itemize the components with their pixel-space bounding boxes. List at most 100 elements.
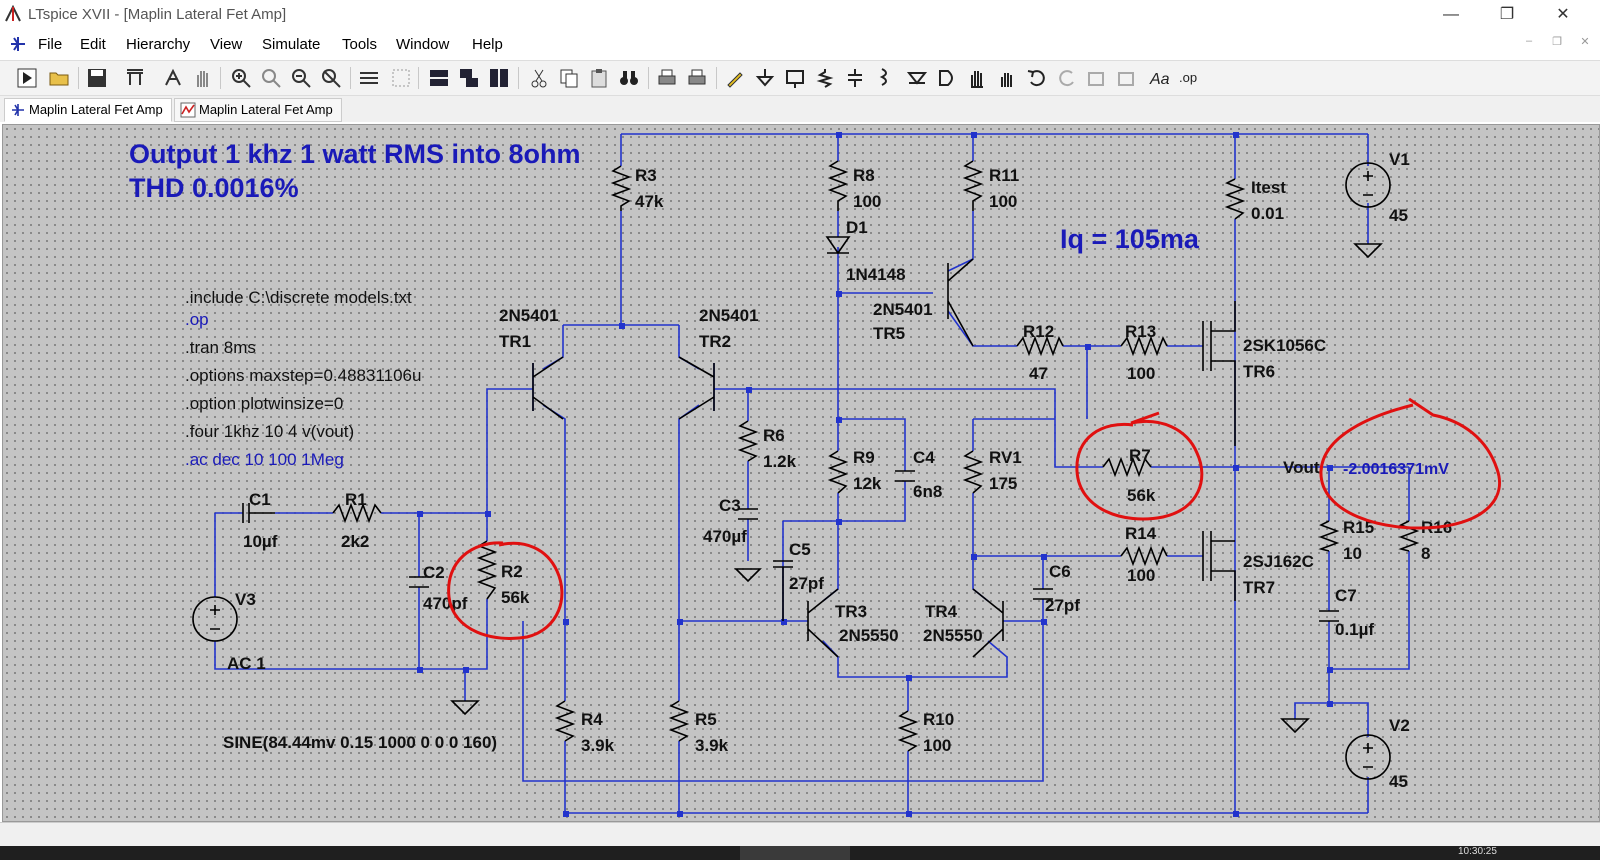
R13-name[interactable]: R13 xyxy=(1125,322,1156,341)
copy-icon[interactable] xyxy=(558,67,580,89)
R14-name[interactable]: R14 xyxy=(1125,524,1157,543)
maximize-button[interactable]: ❐ xyxy=(1499,6,1515,23)
autorange-icon[interactable] xyxy=(358,67,380,89)
R13-value[interactable]: 100 xyxy=(1127,364,1155,383)
spice-directive-icon[interactable]: .op xyxy=(1178,67,1200,89)
grid-icon[interactable] xyxy=(390,67,412,89)
TR3-name[interactable]: TR3 xyxy=(835,602,867,621)
iq-note[interactable]: Iq = 105ma xyxy=(1060,224,1200,254)
paste-icon[interactable] xyxy=(588,67,610,89)
R11-name[interactable]: R11 xyxy=(989,166,1019,185)
TR7-name[interactable]: TR7 xyxy=(1243,578,1275,597)
tab-schematic[interactable]: Maplin Lateral Fet Amp xyxy=(4,98,172,122)
R2-value[interactable]: 56k xyxy=(501,588,530,607)
menu-edit[interactable]: Edit xyxy=(80,36,106,53)
directive-op[interactable]: .op xyxy=(185,310,209,329)
C4-name[interactable]: C4 xyxy=(913,448,935,467)
rotate-icon[interactable] xyxy=(1086,67,1108,89)
drag-hand-icon[interactable] xyxy=(996,67,1018,89)
C3-value[interactable]: 470µf xyxy=(703,527,747,546)
resistor-icon[interactable] xyxy=(814,67,836,89)
open-folder-icon[interactable] xyxy=(48,67,70,89)
C3-name[interactable]: C3 xyxy=(719,496,741,515)
R6-value[interactable]: 1.2k xyxy=(763,452,797,471)
R5-name[interactable]: R5 xyxy=(695,710,717,729)
directive-tran[interactable]: .tran 8ms xyxy=(185,338,256,357)
V3-name[interactable]: V3 xyxy=(235,590,256,609)
R8-value[interactable]: 100 xyxy=(853,192,881,211)
C7-name[interactable]: C7 xyxy=(1335,586,1357,605)
V2-name[interactable]: V2 xyxy=(1389,716,1410,735)
R12-value[interactable]: 47 xyxy=(1029,364,1048,383)
R3-name[interactable]: R3 xyxy=(635,166,657,185)
directive-four[interactable]: .four 1khz 10 4 v(vout) xyxy=(185,422,354,441)
V3-value[interactable]: AC 1 xyxy=(227,654,266,673)
menu-view[interactable]: View xyxy=(210,36,243,53)
TR6-name[interactable]: TR6 xyxy=(1243,362,1275,381)
D1-value[interactable]: 1N4148 xyxy=(846,265,906,284)
directive-ac[interactable]: .ac dec 10 100 1Meg xyxy=(185,450,344,469)
C7-value[interactable]: 0.1µf xyxy=(1335,620,1374,639)
directive-plotwinsize[interactable]: .option plotwinsize=0 xyxy=(185,394,343,413)
R14-value[interactable]: 100 xyxy=(1127,566,1155,585)
RV1-value[interactable]: 175 xyxy=(989,474,1017,493)
C4-value[interactable]: 6n8 xyxy=(913,482,942,501)
R4-name[interactable]: R4 xyxy=(581,710,603,729)
R3-value[interactable]: 47k xyxy=(635,192,664,211)
TR6-value[interactable]: 2SK1056C xyxy=(1243,336,1326,355)
R11-value[interactable]: 100 xyxy=(989,192,1017,211)
mirror-icon[interactable] xyxy=(1116,67,1138,89)
C2-value[interactable]: 470pf xyxy=(423,594,468,613)
R8-name[interactable]: R8 xyxy=(853,166,875,185)
R6-name[interactable]: R6 xyxy=(763,426,785,445)
print-icon[interactable] xyxy=(656,67,678,89)
heading-line2[interactable]: THD 0.0016% xyxy=(129,173,299,203)
capacitor-icon[interactable] xyxy=(844,67,866,89)
TR3-value[interactable]: 2N5550 xyxy=(839,626,899,645)
V2-value[interactable]: 45 xyxy=(1389,772,1408,791)
R9-value[interactable]: 12k xyxy=(853,474,882,493)
C6-value[interactable]: 27pf xyxy=(1045,596,1080,615)
schematic-canvas[interactable]: Output 1 khz 1 watt RMS into 8ohm THD 0.… xyxy=(2,124,1600,822)
heading-line1[interactable]: Output 1 khz 1 watt RMS into 8ohm xyxy=(129,139,581,169)
run-icon[interactable] xyxy=(16,67,38,89)
TR2-value[interactable]: 2N5401 xyxy=(699,306,759,325)
RV1-name[interactable]: RV1 xyxy=(989,448,1022,467)
C1-name[interactable]: C1 xyxy=(249,490,271,509)
R12-name[interactable]: R12 xyxy=(1023,322,1054,341)
R10-name[interactable]: R10 xyxy=(923,710,954,729)
C5-name[interactable]: C5 xyxy=(789,540,811,559)
C1-value[interactable]: 10µf xyxy=(243,532,278,551)
C6-name[interactable]: C6 xyxy=(1049,562,1071,581)
draw-wire-pencil-icon[interactable] xyxy=(724,67,746,89)
TR2-name[interactable]: TR2 xyxy=(699,332,731,351)
R2-name[interactable]: R2 xyxy=(501,562,523,581)
zoom-cancel-icon[interactable] xyxy=(320,67,342,89)
schematic-doc-icon[interactable] xyxy=(8,34,28,54)
vout-label[interactable]: Vout xyxy=(1283,458,1320,477)
R7-value[interactable]: 56k xyxy=(1127,486,1156,505)
zoom-out-icon[interactable] xyxy=(290,67,312,89)
zoom-fit-icon[interactable] xyxy=(260,67,282,89)
menu-help[interactable]: Help xyxy=(472,36,503,53)
component-icon[interactable] xyxy=(936,67,958,89)
TR4-value[interactable]: 2N5550 xyxy=(923,626,983,645)
Itest-value[interactable]: 0.01 xyxy=(1251,204,1284,223)
mdi-close-button[interactable]: ✕ xyxy=(1580,36,1590,48)
menu-simulate[interactable]: Simulate xyxy=(262,36,321,53)
TR1-name[interactable]: TR1 xyxy=(499,332,531,351)
close-button[interactable]: ✕ xyxy=(1556,6,1570,23)
minimize-button[interactable]: — xyxy=(1443,6,1459,23)
zoom-in-icon[interactable] xyxy=(230,67,252,89)
R10-value[interactable]: 100 xyxy=(923,736,951,755)
V1-name[interactable]: V1 xyxy=(1389,150,1410,169)
find-binoculars-icon[interactable] xyxy=(618,67,640,89)
directive-maxstep[interactable]: .options maxstep=0.48831106u xyxy=(185,366,421,385)
mdi-minimize-button[interactable]: – xyxy=(1525,35,1533,47)
V1-value[interactable]: 45 xyxy=(1389,206,1408,225)
menu-tools[interactable]: Tools xyxy=(342,36,378,53)
move-hand-icon[interactable] xyxy=(966,67,988,89)
diode-icon[interactable] xyxy=(906,67,928,89)
tile-vertical-icon[interactable] xyxy=(488,67,510,89)
mdi-restore-button[interactable]: ❐ xyxy=(1552,36,1562,48)
